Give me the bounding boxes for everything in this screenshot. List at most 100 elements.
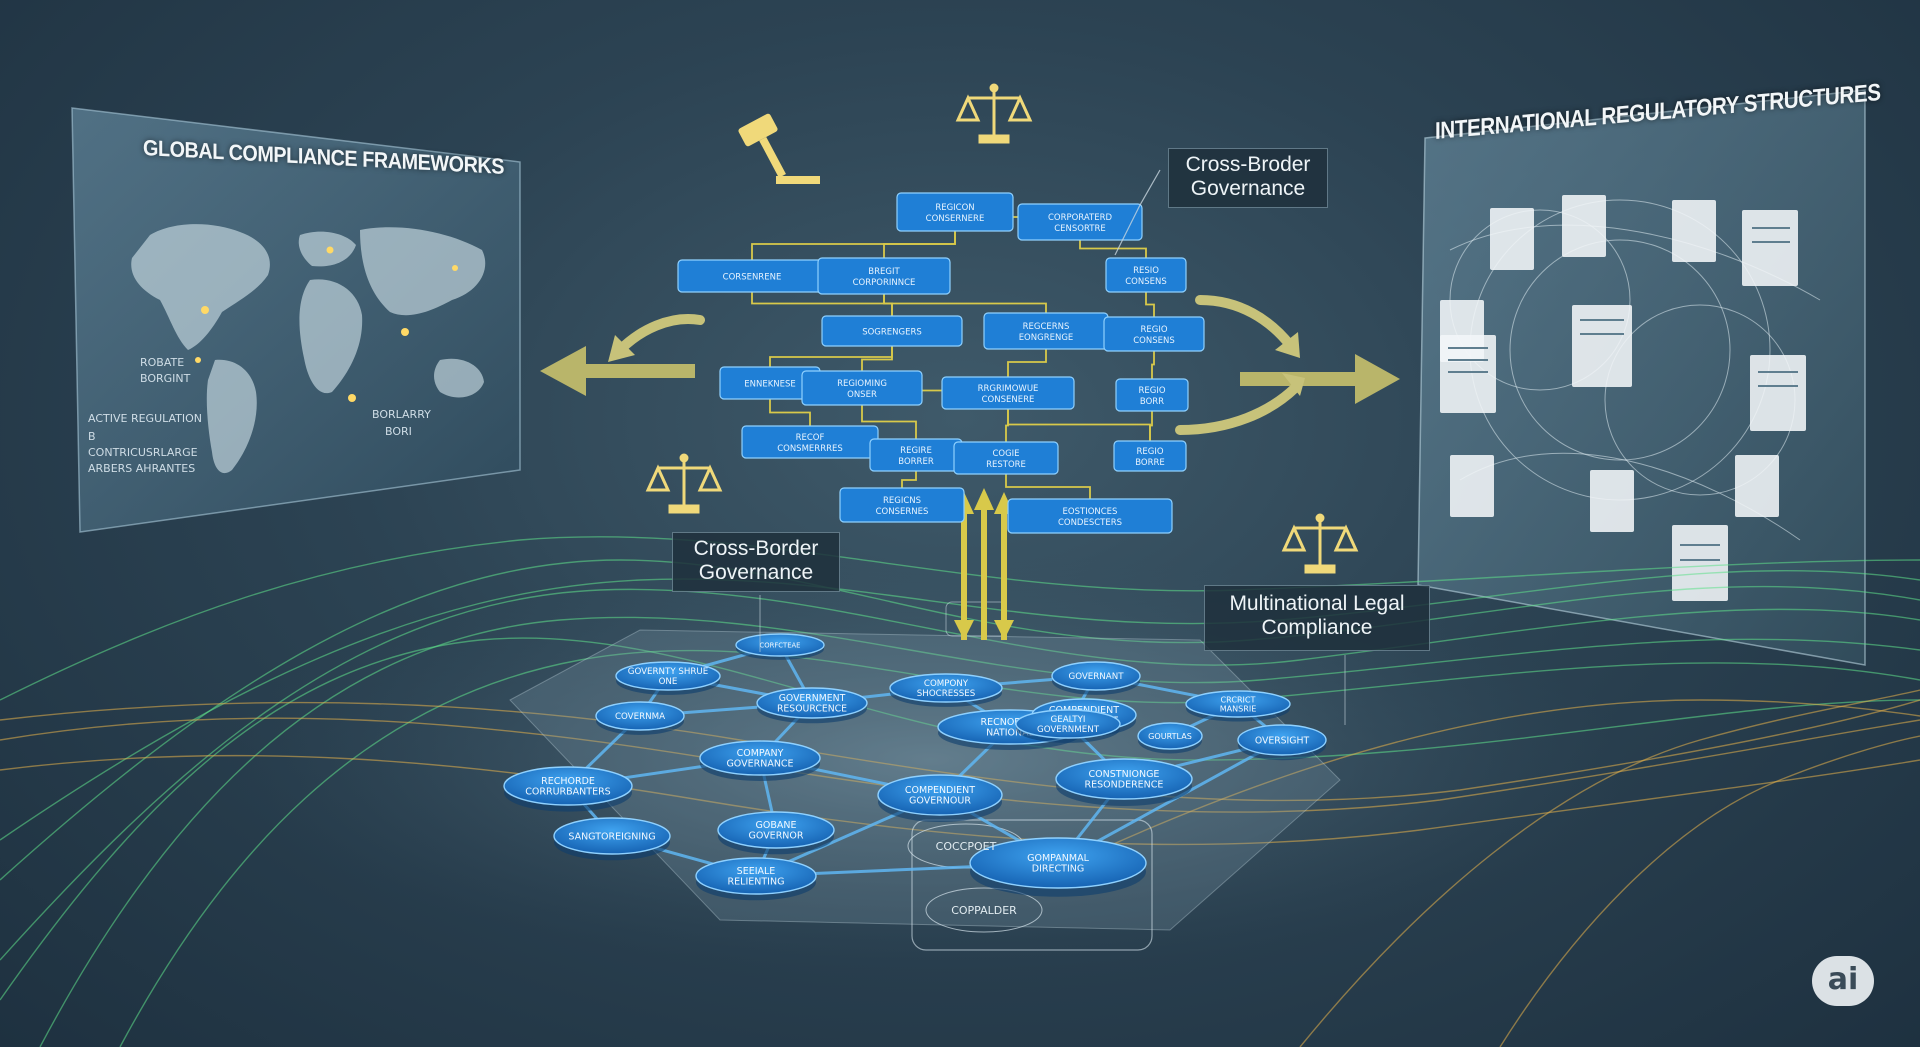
- network-node-label: GOVERNMENT: [779, 693, 846, 704]
- network-node-disc: [553, 817, 671, 855]
- scales-icon: [955, 83, 1033, 144]
- network-node-label: COMPANY: [737, 748, 784, 759]
- network-node-label: CORRURBANTERS: [525, 787, 610, 798]
- stream-line: [0, 536, 1920, 701]
- justice-icons: [645, 83, 1359, 574]
- map-hotspots: [195, 246, 458, 402]
- map-label: CONTRICUSRLARGE: [88, 446, 198, 459]
- map-label: ROBATE: [140, 356, 185, 369]
- left-arrow-shaft: [575, 364, 695, 378]
- curved-arrows: [615, 295, 1300, 435]
- flow-node-label: CONSERNES: [876, 507, 929, 517]
- flow-node-label: BORRE: [1135, 458, 1165, 468]
- map-label: B: [88, 430, 96, 443]
- flow-node-box: [953, 441, 1059, 475]
- left-panel-frame: [71, 107, 521, 533]
- flow-node-box: [1007, 498, 1173, 534]
- map-asia: [360, 227, 486, 316]
- network-node: GOVERNANT: [1051, 661, 1141, 695]
- stream-line: [39, 616, 1920, 1047]
- stream-line: [1499, 735, 1920, 1047]
- map-label: BORGINT: [140, 372, 191, 385]
- flow-node-label: REGICON: [935, 203, 974, 213]
- flow-node-label: EOSTIONCES: [1063, 507, 1118, 517]
- vertical-arrow-shaft: [961, 510, 967, 640]
- hotspot-marker: [348, 394, 356, 402]
- flow-arrows: [540, 295, 1400, 640]
- flow-node-label: BORR: [1140, 397, 1164, 407]
- network-node-label: COMPONY: [924, 679, 969, 689]
- network-node-disc: [1137, 722, 1203, 750]
- vertical-arrow-head: [974, 488, 994, 510]
- network-node-label: GOVERNMENT: [1037, 725, 1100, 735]
- network-node-label: COVERNMA: [615, 712, 665, 722]
- flow-node-label: REGIO: [1138, 386, 1165, 396]
- gold-stream: [0, 689, 1920, 1047]
- map-label: BORLARRY: [372, 408, 431, 421]
- map-africa: [299, 279, 363, 394]
- flow-node-label: ONSER: [847, 390, 877, 400]
- network-node-label: COMPENDIENT: [905, 785, 975, 796]
- stream-line: [119, 649, 1920, 1047]
- network-node-disc: [503, 766, 633, 806]
- flow-node-box: [1115, 378, 1189, 412]
- network-node-label: CONSTNIONGE: [1089, 769, 1160, 780]
- stream-line: [0, 588, 1920, 961]
- document-lines: [1448, 227, 1798, 561]
- map-south-america: [206, 359, 257, 474]
- curved-arrow-head: [608, 335, 635, 362]
- document-icon: [1562, 195, 1606, 257]
- document-icon: [1490, 208, 1534, 270]
- vertical-arrow-head: [994, 620, 1014, 640]
- network-node-disc: [695, 857, 817, 895]
- flow-node-label: REGIRE: [900, 446, 932, 456]
- curved-arrow-head: [1282, 373, 1305, 396]
- flow-node-label: REGIO: [1136, 447, 1163, 457]
- flow-node-label: CONSENS: [1125, 277, 1167, 287]
- flow-node-label: CONSENS: [1133, 336, 1175, 346]
- flow-node-box: [801, 370, 923, 406]
- network-node-disc: [889, 673, 1003, 703]
- document-icon: [1750, 355, 1806, 431]
- document-icon: [1735, 455, 1779, 517]
- network-node-disc: [1051, 661, 1141, 691]
- callout-line-top-right: [1114, 169, 1161, 256]
- callout-cross-border-governance: Cross-Border Governance: [672, 532, 840, 592]
- flow-node-label: EONGRENGE: [1019, 333, 1074, 343]
- network-node-label: MANSRIE: [1220, 704, 1257, 713]
- callout-connectors: [759, 169, 1346, 725]
- network-node-label: SHOCRESSES: [917, 689, 976, 699]
- network-node-label: GOVERNANT: [1068, 672, 1124, 682]
- flow-node-box: [1105, 257, 1187, 293]
- document-icon: [1572, 305, 1632, 387]
- flow-node-box: [821, 315, 963, 347]
- flow-node-label: RRGRIMOWUE: [978, 384, 1039, 394]
- callout-multinational-legal-compliance: Multinational Legal Compliance: [1204, 585, 1430, 651]
- stream-line: [0, 717, 1920, 813]
- network-node-label: SEEIALE: [737, 866, 776, 877]
- map-north-america: [131, 224, 270, 350]
- network-node-label: ONE: [659, 677, 678, 687]
- flow-node-box: [1017, 203, 1143, 241]
- flow-node-label: RECOF: [796, 433, 825, 443]
- flow-node-label: CONSERNERE: [926, 214, 985, 224]
- network-ring: [1509, 239, 1731, 461]
- network-node-disc: [717, 811, 835, 849]
- stream-line: [1099, 699, 1920, 851]
- network-node-label: CRCRICT: [1221, 695, 1256, 704]
- flow-node-label: REGICNS: [883, 496, 921, 506]
- hotspot-marker: [195, 357, 201, 363]
